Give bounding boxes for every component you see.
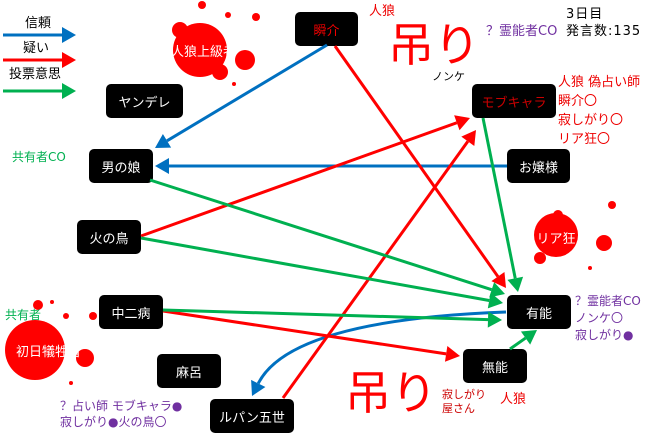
node-ojosama[interactable]: お嬢様 (507, 149, 570, 183)
blood-splatter-riakyo (534, 201, 616, 270)
legend-vote-arrow (3, 83, 76, 99)
note-line: リア狂〇 (558, 132, 611, 147)
note-line: 寂しがり〇 (558, 113, 624, 128)
posts-count: 発言数:135 (566, 24, 642, 39)
vote-hinotori-yuno (140, 236, 503, 309)
node-label: 瞬介 (313, 23, 340, 39)
hanged-mark-top: 吊り (388, 18, 480, 72)
shonichi-role: 共有者 (5, 308, 42, 322)
node-label: 男の娘 (101, 160, 141, 176)
node-label: 麻呂 (175, 365, 202, 381)
node-label: 無能 (481, 360, 508, 376)
node-label: 初日犠牲者 (15, 344, 81, 360)
node-label: ルパン五世 (219, 410, 285, 426)
otokonoko-co: 共有者CO (12, 150, 66, 164)
nonke-co: ？霊能者CO (486, 24, 558, 39)
node-label: 有能 (525, 306, 552, 322)
node-muno[interactable]: 無能 (463, 349, 527, 383)
node-shunsuke[interactable]: 瞬介 (295, 12, 358, 46)
note-line: 寂しがり●火の鳥〇 (60, 415, 167, 429)
mobu-notes: 人狼 偽占い師瞬介〇寂しがり〇リア狂〇 (558, 73, 640, 149)
doubt-chunibyo-muno (162, 309, 460, 362)
note-line: 人狼 偽占い師 (558, 75, 641, 90)
legend-vote-label: 投票意思 (9, 67, 62, 82)
node-label: ヤンデレ (118, 95, 171, 111)
legend-doubt-label: 疑い (23, 41, 50, 56)
note-line: ノンケ〇 (575, 311, 624, 325)
node-label: 火の鳥 (89, 231, 129, 247)
blood-splatter-shonichi (5, 300, 97, 385)
vote-otokonoko-yuno (149, 178, 505, 298)
sabishigari-label: 寂しがり屋さん (442, 388, 486, 416)
node-otokonoko[interactable]: 男の娘 (89, 149, 153, 183)
status-box: 3日目発言数:135 (566, 6, 641, 40)
node-jinro-jokyu[interactable]: 人狼上級者 (157, 33, 250, 67)
note-line: 寂しがり● (575, 328, 634, 342)
node-label: リア狂 (536, 231, 576, 247)
node-label: 中二病 (111, 306, 151, 322)
trust-shunsuke-otokonoko (155, 43, 328, 148)
note-line: 屋さん (442, 402, 475, 415)
node-label: お嬢様 (518, 160, 558, 176)
node-label: 人狼上級者 (170, 44, 236, 60)
legend-trust-label: 信頼 (25, 16, 52, 31)
vote-mobu-yuno (481, 117, 524, 292)
trust-yuno-lupin (251, 310, 507, 396)
node-lupin[interactable]: ルパン五世 (210, 399, 294, 433)
node-hinotori[interactable]: 火の鳥 (77, 220, 141, 254)
node-chunibyo[interactable]: 中二病 (99, 295, 163, 329)
note-line: ？占い師 モブキャラ● (60, 399, 183, 413)
note-line: 瞬介〇 (558, 94, 598, 109)
node-mobu[interactable]: モブキャラ (472, 84, 556, 118)
vote-muno-yuno (509, 330, 537, 351)
node-yuno[interactable]: 有能 (507, 295, 571, 329)
note-line: ？霊能者CO (575, 294, 641, 308)
vote-chunibyo-yuno (162, 308, 502, 328)
day-label: 3日目 (566, 7, 604, 22)
node-shonichi[interactable]: 初日犠牲者 (2, 333, 95, 367)
lupin-notes: ？占い師 モブキャラ● 寂しがり●火の鳥〇 (60, 398, 182, 430)
hanged-mark-bottom: 吊り (345, 366, 437, 420)
sabishigari-role: 人狼 (500, 392, 527, 407)
node-riakyo[interactable]: リア狂 (522, 220, 590, 254)
yuno-notes: ？霊能者CO ノンケ〇寂しがり● (575, 293, 641, 344)
shunsuke-role: 人狼 (369, 4, 396, 19)
note-line: 寂しがり (442, 388, 486, 401)
legend-doubt-arrow (3, 52, 76, 68)
blood-splatter-jinro (172, 1, 260, 86)
legend-trust-arrow (3, 27, 76, 43)
node-label: モブキャラ (481, 95, 547, 111)
node-yandere[interactable]: ヤンデレ (106, 84, 183, 118)
doubt-shunsuke-yuno (333, 45, 506, 288)
doubt-lupin-mobu (281, 130, 476, 399)
node-maro[interactable]: 麻呂 (157, 354, 221, 388)
doubt-hinotori-mobu (140, 115, 470, 238)
nonke-hidden-label: ノンケ (432, 70, 465, 83)
